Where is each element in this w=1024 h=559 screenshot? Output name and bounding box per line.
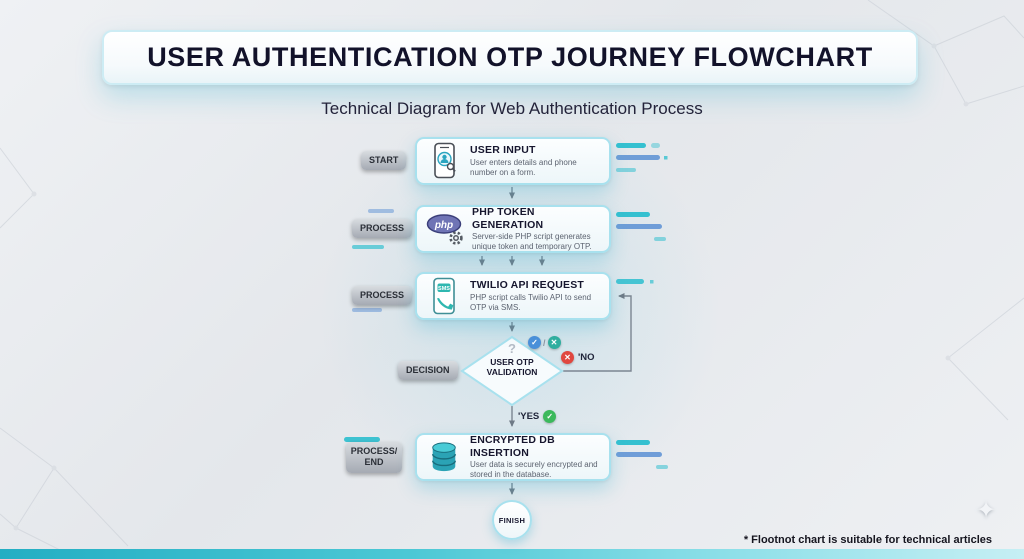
node-text: ENCRYPTED DB INSERTION User data is secu… <box>470 434 601 479</box>
sms-badge-text: SMS <box>438 286 450 292</box>
node-db-insertion: ENCRYPTED DB INSERTION User data is secu… <box>415 433 611 481</box>
branch-yes: 'YES ✓ <box>518 410 557 423</box>
node-text: TWILIO API REQUEST PHP script calls Twil… <box>470 279 601 312</box>
node-text: PHP TOKEN GENERATION Server-side PHP scr… <box>472 206 601 251</box>
node-title: USER INPUT <box>470 144 536 157</box>
node-title: PHP TOKEN GENERATION <box>472 206 544 231</box>
branch-no: ✕ 'NO <box>561 351 595 364</box>
stage-label-process-1: PROCESS <box>352 219 413 239</box>
node-desc: PHP script calls Twilio API to send OTP … <box>470 292 592 312</box>
node-finish: FINISH <box>492 500 532 540</box>
stage-label-decision: DECISION <box>398 361 458 381</box>
page-subtitle: Technical Diagram for Web Authentication… <box>321 99 703 118</box>
node-desc: User enters details and phone number on … <box>470 157 577 177</box>
node-text: USER INPUT User enters details and phone… <box>470 144 601 177</box>
stage-label-process-2: PROCESS <box>352 286 413 306</box>
php-logo-text: php <box>434 220 453 231</box>
stage-label-process-end: PROCESS/ END <box>346 442 402 473</box>
sparkle-icon: ✦ <box>976 497 997 524</box>
page-title: USER AUTHENTICATION OTP JOURNEY FLOWCHAR… <box>147 42 873 72</box>
node-twilio-api: SMS TWILIO API REQUEST PHP script calls … <box>415 272 611 320</box>
finish-label: FINISH <box>498 515 526 525</box>
node-title: ENCRYPTED DB INSERTION <box>470 434 555 459</box>
separator-slash: / <box>543 337 546 348</box>
branch-no-label: 'NO <box>578 352 595 363</box>
check-icon: ✓ <box>543 410 557 423</box>
cross-icon: ✕ <box>561 351 574 364</box>
title-box: USER AUTHENTICATION OTP JOURNEY FLOWCHAR… <box>102 30 918 85</box>
database-icon <box>425 439 463 475</box>
stage-label-start: START <box>361 151 407 171</box>
branch-yes-label: 'YES <box>518 411 540 422</box>
node-desc: Server-side PHP script generates unique … <box>472 231 592 251</box>
node-desc: User data is securely encrypted and stor… <box>470 459 598 479</box>
php-logo-icon: php <box>425 211 465 247</box>
gear-icon <box>449 231 463 245</box>
node-user-input: USER INPUT User enters details and phone… <box>415 137 611 185</box>
sms-phone-icon: SMS <box>425 277 463 315</box>
node-php-token: php PHP TOKEN GENERATION Server-side PHP… <box>415 205 611 253</box>
check-icon: ✓ <box>528 336 541 349</box>
validation-outcome-icons: ✓ / ✕ <box>528 336 561 349</box>
phone-user-icon <box>425 142 463 180</box>
cross-icon: ✕ <box>547 336 561 349</box>
node-title: USER OTP VALIDATION <box>486 357 538 378</box>
bottom-accent-bar <box>0 549 1024 559</box>
footer-note: * Flootnot chart is suitable for technic… <box>743 534 992 546</box>
node-title: TWILIO API REQUEST <box>470 279 585 292</box>
